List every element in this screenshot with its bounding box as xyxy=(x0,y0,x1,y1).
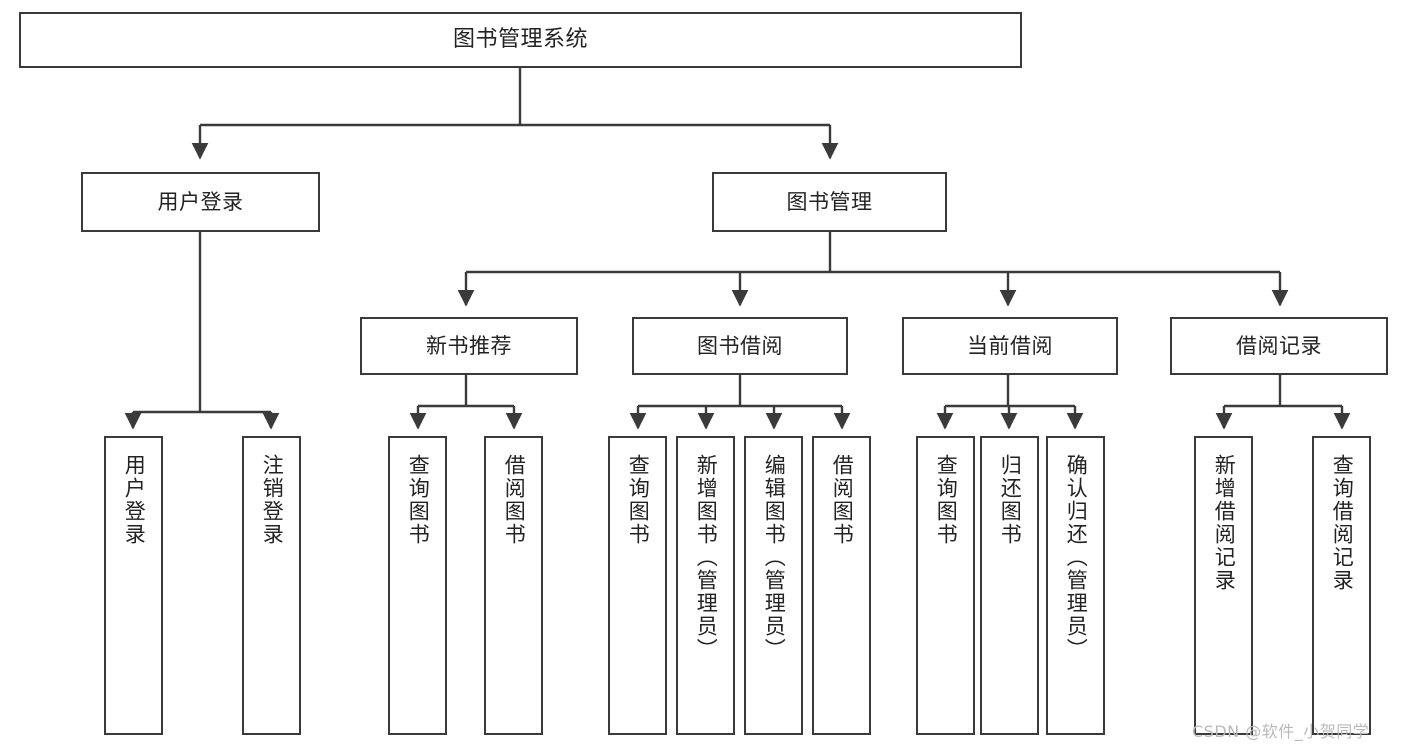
node-label: 编辑图书（管理员） xyxy=(762,454,787,661)
node-label: 查询图书 xyxy=(934,454,959,546)
leaf-edit-book-admin[interactable]: 编辑图书（管理员） xyxy=(744,436,803,735)
leaf-borrow-book[interactable]: 借阅图书 xyxy=(812,436,871,735)
node-label: 归还图书 xyxy=(998,454,1023,546)
node-label: 图书管理 xyxy=(786,189,873,214)
node-label: 新增借阅记录 xyxy=(1212,454,1237,592)
node-label: 新增图书（管理员） xyxy=(694,454,719,661)
csdn-watermark: CSDN @软件_小贺同学 xyxy=(1192,722,1370,741)
node-book-borrow[interactable]: 图书借阅 xyxy=(632,317,848,375)
node-label: 借阅记录 xyxy=(1236,333,1322,358)
node-current-borrow[interactable]: 当前借阅 xyxy=(902,317,1118,375)
leaf-borrow-book-recommend[interactable]: 借阅图书 xyxy=(484,436,543,735)
node-label: 新书推荐 xyxy=(426,333,512,358)
leaf-add-book-admin[interactable]: 新增图书（管理员） xyxy=(676,436,735,735)
leaf-confirm-return-admin[interactable]: 确认归还（管理员） xyxy=(1046,436,1105,735)
leaf-query-borrow-record[interactable]: 查询借阅记录 xyxy=(1312,436,1371,735)
node-label: 注销登录 xyxy=(260,454,285,546)
node-label: 查询图书 xyxy=(626,454,651,546)
node-label: 确认归还（管理员） xyxy=(1064,454,1089,661)
leaf-query-book-borrow[interactable]: 查询图书 xyxy=(608,436,667,735)
node-user-login[interactable]: 用户登录 xyxy=(81,172,320,232)
node-label: 查询借阅记录 xyxy=(1330,454,1355,592)
node-label: 图书管理系统 xyxy=(452,27,588,53)
node-label: 查询图书 xyxy=(406,454,431,546)
node-new-book-recommend[interactable]: 新书推荐 xyxy=(360,317,578,375)
node-label: 借阅图书 xyxy=(830,454,855,546)
node-label: 用户登录 xyxy=(157,189,244,214)
leaf-user-login[interactable]: 用户登录 xyxy=(104,436,163,735)
leaf-logout[interactable]: 注销登录 xyxy=(242,436,301,735)
node-borrow-record[interactable]: 借阅记录 xyxy=(1170,317,1388,375)
node-label: 用户登录 xyxy=(122,454,147,546)
node-root-system[interactable]: 图书管理系统 xyxy=(19,12,1022,68)
leaf-add-borrow-record[interactable]: 新增借阅记录 xyxy=(1194,436,1253,735)
node-label: 当前借阅 xyxy=(967,333,1053,358)
node-label: 图书借阅 xyxy=(697,333,783,358)
leaf-query-book-recommend[interactable]: 查询图书 xyxy=(388,436,447,735)
node-book-manage[interactable]: 图书管理 xyxy=(712,172,947,232)
leaf-query-book-current[interactable]: 查询图书 xyxy=(916,436,975,735)
node-label: 借阅图书 xyxy=(502,454,527,546)
leaf-return-book[interactable]: 归还图书 xyxy=(980,436,1039,735)
